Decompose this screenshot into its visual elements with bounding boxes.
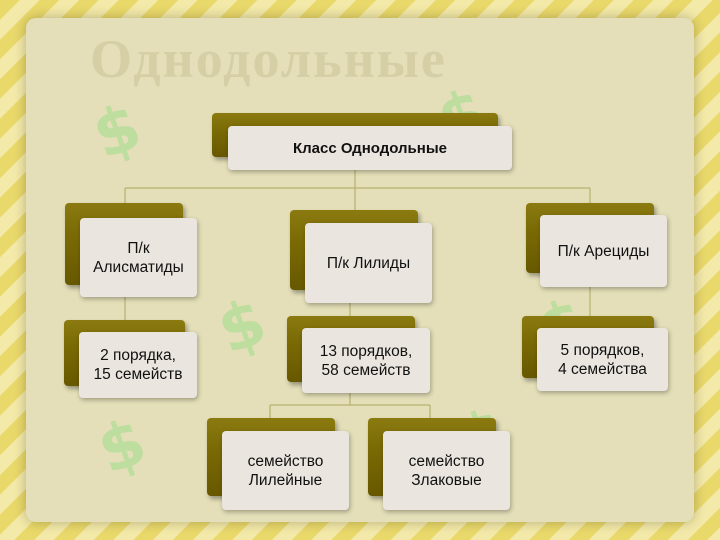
family-node: семейство Лилейные — [222, 431, 349, 510]
subclass-node: П/к Арециды — [540, 215, 667, 287]
root-node: Класс Однодольные — [228, 126, 512, 170]
subclass-node: П/к Лилиды — [305, 223, 432, 303]
subclass-detail: 5 порядков, 4 семейства — [537, 328, 668, 391]
subclass-detail-label: 13 порядков, 58 семейств — [319, 342, 413, 379]
family-label: семейство Лилейные — [247, 452, 324, 489]
subclass-detail-label: 5 порядков, 4 семейства — [558, 341, 647, 378]
family-node: семейство Злаковые — [383, 431, 510, 510]
subclass-detail: 13 порядков, 58 семейств — [302, 328, 430, 393]
subclass-label: П/к Лилиды — [326, 254, 411, 272]
family-label: семейство Злаковые — [408, 452, 485, 489]
subclass-label: П/к Арециды — [557, 242, 650, 260]
background-title: Однодольные — [90, 29, 447, 89]
subclass-node: П/к Алисматиды — [80, 218, 197, 297]
subclass-detail: 2 порядка, 15 семейств — [79, 332, 197, 398]
subclass-detail-label: 2 порядка, 15 семейств — [93, 347, 183, 383]
root-node-label: Класс Однодольные — [293, 139, 447, 157]
subclass-label: П/к Алисматиды — [93, 239, 184, 276]
